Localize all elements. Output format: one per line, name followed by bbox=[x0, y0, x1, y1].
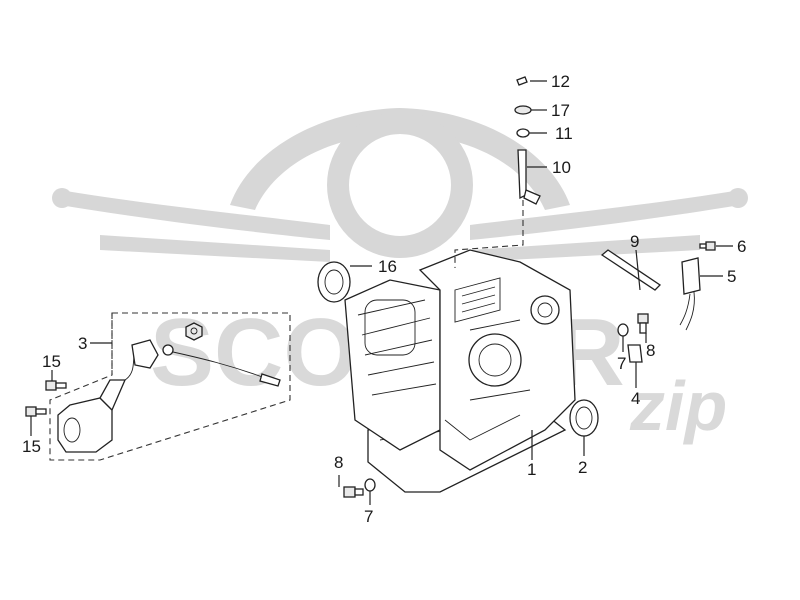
callout-7-right: 7 bbox=[617, 354, 626, 373]
callout-10: 10 bbox=[552, 158, 571, 177]
callout-15-upper: 15 bbox=[42, 352, 61, 371]
oil-level-gauge-9 bbox=[600, 249, 662, 291]
callout-6: 6 bbox=[737, 237, 746, 256]
oil-seal-2 bbox=[569, 399, 599, 437]
leader-lines bbox=[30, 80, 733, 505]
callout-2: 2 bbox=[578, 458, 587, 477]
callout-15-lower: 15 bbox=[22, 437, 41, 456]
callout-4: 4 bbox=[631, 389, 640, 408]
callout-3: 3 bbox=[78, 334, 87, 353]
clamp-4 bbox=[627, 344, 643, 363]
callout-12: 12 bbox=[551, 72, 570, 91]
washer-7-right bbox=[617, 323, 629, 337]
callout-8-right: 8 bbox=[646, 341, 655, 360]
callout-17: 17 bbox=[551, 101, 570, 120]
crankcase bbox=[344, 249, 576, 493]
callout-16: 16 bbox=[378, 257, 397, 276]
bolt-15-upper bbox=[45, 380, 67, 391]
callout-7-bottom: 7 bbox=[364, 507, 373, 526]
bolt-8-right bbox=[637, 313, 649, 334]
callout-8-bottom: 8 bbox=[334, 453, 343, 472]
dipstick-assembly bbox=[454, 76, 541, 268]
bolt-8-bottom bbox=[343, 486, 364, 498]
washer-7-bottom bbox=[364, 478, 376, 492]
callout-9: 9 bbox=[630, 232, 639, 251]
watermark-script: zip bbox=[629, 367, 727, 445]
oil-seal-16 bbox=[317, 261, 351, 303]
callout-11: 11 bbox=[555, 124, 573, 143]
callout-1: 1 bbox=[527, 460, 536, 479]
bolt-6 bbox=[699, 241, 716, 251]
bolt-15-lower bbox=[25, 406, 47, 417]
callout-5: 5 bbox=[727, 267, 736, 286]
ignition-coil-assembly bbox=[25, 312, 291, 461]
callout-labels: 12 17 11 10 16 9 6 5 7 8 4 2 1 3 15 15 8… bbox=[22, 72, 746, 526]
oil-sensor-5 bbox=[679, 257, 701, 331]
